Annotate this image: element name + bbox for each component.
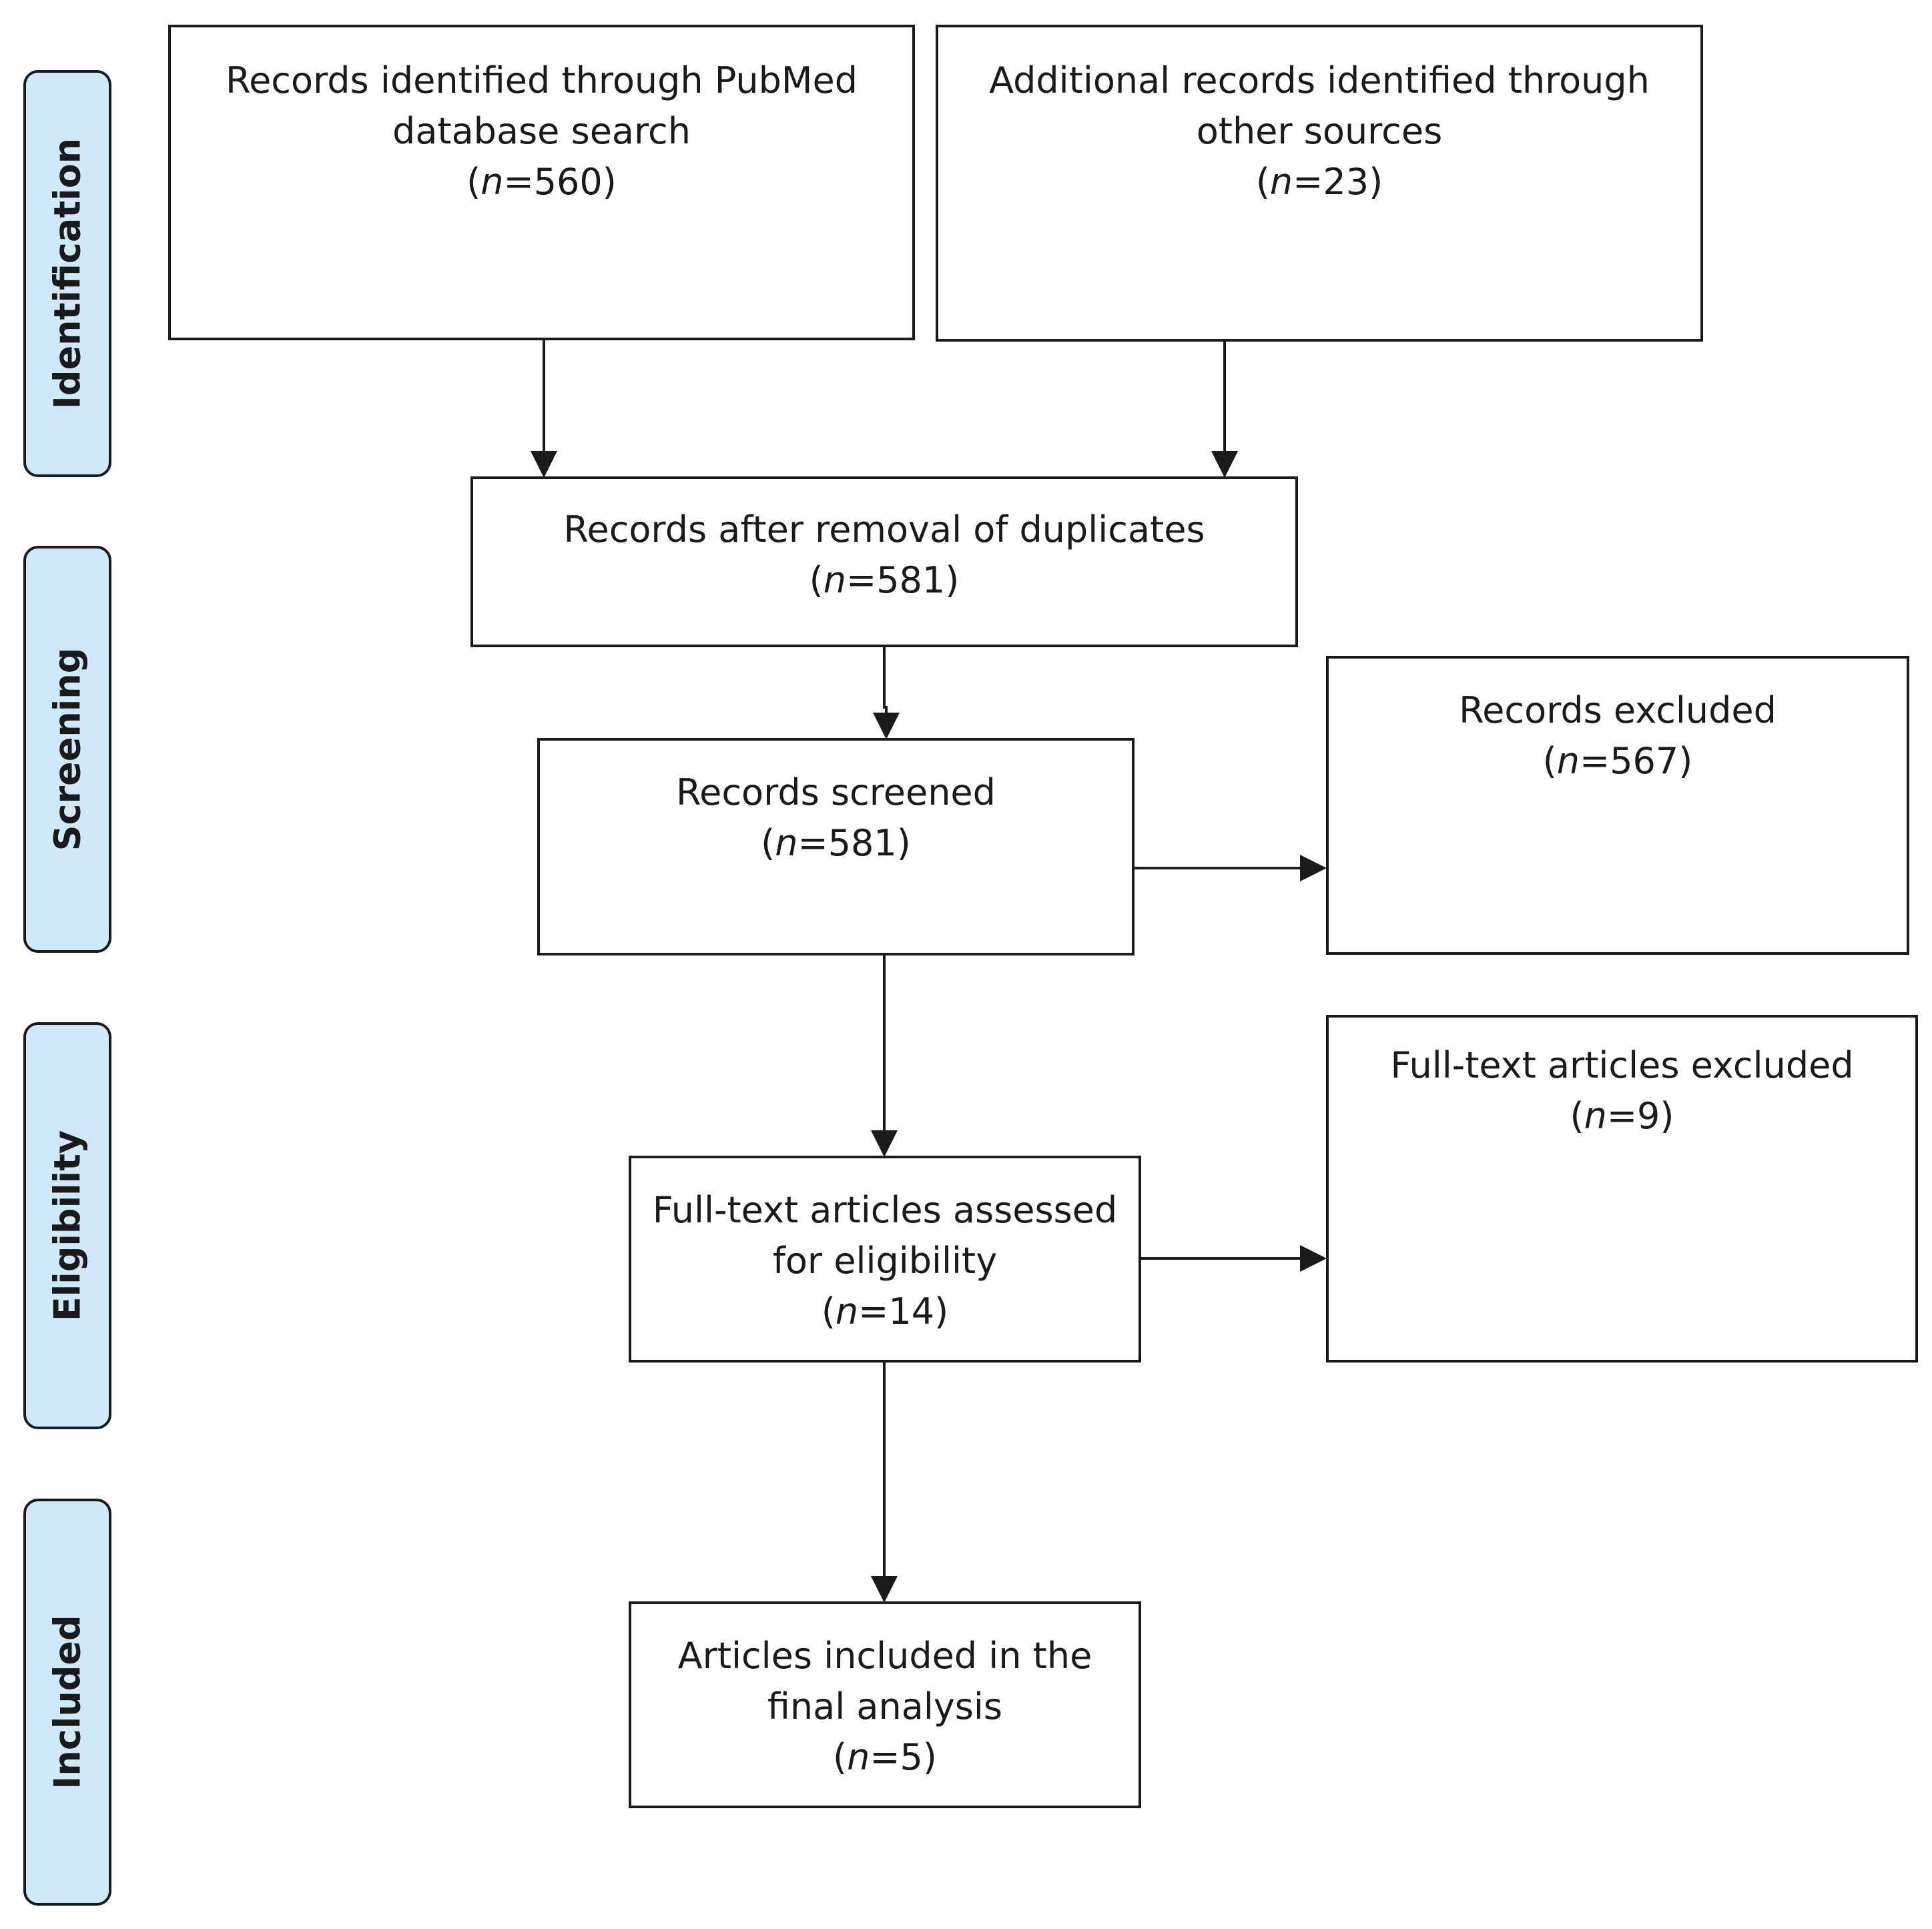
box-text: database search bbox=[392, 110, 691, 152]
stage-identification: Identification bbox=[23, 70, 111, 477]
box-count: (n=23) bbox=[1255, 161, 1383, 203]
stage-screening: Screening bbox=[23, 546, 111, 953]
box-text: for eligibility bbox=[772, 1240, 998, 1282]
box-fulltext-excluded: Full-text articles excluded (n=9) bbox=[1326, 1015, 1918, 1363]
box-text: Records screened bbox=[676, 771, 996, 813]
box-text: Additional records identified through bbox=[989, 59, 1650, 101]
box-text: Records excluded bbox=[1459, 689, 1777, 731]
box-text: Full-text articles excluded bbox=[1390, 1044, 1854, 1086]
box-fulltext-assessed: Full-text articles assessed for eligibil… bbox=[629, 1156, 1141, 1363]
box-count: (n=14) bbox=[821, 1290, 949, 1332]
box-text: Records after removal of duplicates bbox=[563, 508, 1205, 550]
box-included-analysis: Articles included in the final analysis … bbox=[629, 1601, 1141, 1808]
box-count: (n=581) bbox=[761, 822, 911, 864]
box-count: (n=9) bbox=[1570, 1095, 1674, 1137]
arrow-dedup-to-screened bbox=[873, 646, 900, 739]
stage-included: Included bbox=[23, 1499, 111, 1906]
box-text: Full-text articles assessed bbox=[652, 1189, 1118, 1231]
box-text: other sources bbox=[1196, 110, 1443, 152]
box-other-sources: Additional records identified through ot… bbox=[936, 25, 1703, 342]
box-count: (n=560) bbox=[466, 161, 617, 203]
box-records-excluded: Records excluded (n=567) bbox=[1326, 656, 1909, 955]
box-records-screened: Records screened (n=581) bbox=[537, 738, 1135, 955]
box-text: final analysis bbox=[767, 1685, 1003, 1727]
box-count: (n=5) bbox=[833, 1736, 937, 1778]
stage-eligibility: Eligibility bbox=[23, 1022, 111, 1429]
box-count: (n=567) bbox=[1542, 740, 1693, 782]
box-text: Records identified through PubMed bbox=[225, 59, 858, 101]
box-count: (n=581) bbox=[809, 559, 960, 601]
box-text: Articles included in the bbox=[677, 1635, 1092, 1677]
box-after-duplicates: Records after removal of duplicates (n=5… bbox=[470, 476, 1298, 647]
box-pubmed-records: Records identified through PubMed databa… bbox=[168, 25, 915, 340]
